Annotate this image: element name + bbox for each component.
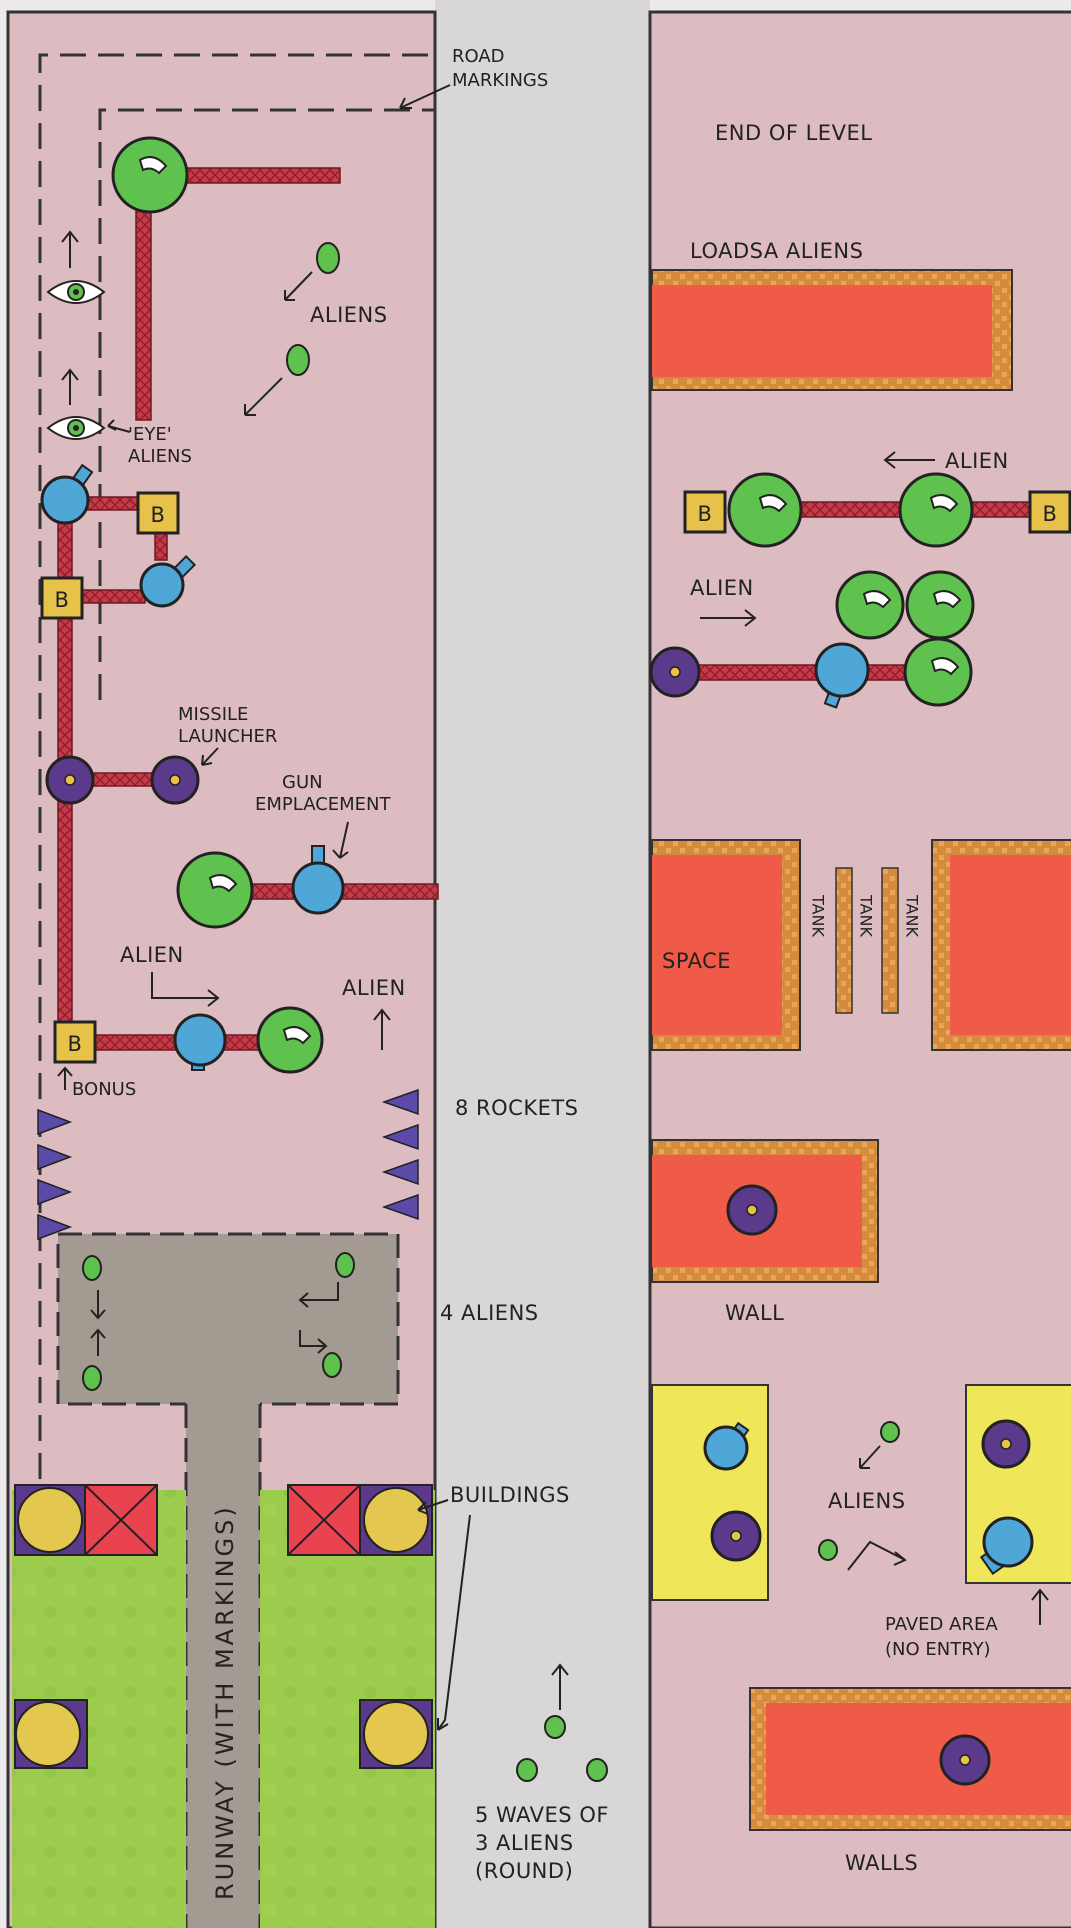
label-waves-2: 3 ALIENS <box>475 1831 574 1855</box>
green-turret <box>727 472 803 548</box>
label-runway: RUNWAY (WITH MARKINGS) <box>211 1504 239 1900</box>
blue-turret <box>40 463 94 525</box>
svg-text:B: B <box>698 502 713 526</box>
label-alien-arrow-left: ALIEN <box>945 449 1009 473</box>
label-missile-launcher-1: MISSILE <box>178 704 248 725</box>
label-road-markings-2: MARKINGS <box>452 70 548 91</box>
label-tank: TANK <box>809 894 828 937</box>
blue-turret <box>291 845 345 915</box>
alien-icon <box>586 1758 608 1782</box>
rocket-icons <box>37 1088 419 1241</box>
label-end-of-level: END OF LEVEL <box>715 121 872 145</box>
missile-launcher <box>150 755 200 805</box>
label-rockets: 8 ROCKETS <box>455 1096 579 1120</box>
paved-area <box>651 1384 769 1601</box>
wall-block <box>749 1687 1071 1831</box>
label-space: SPACE <box>662 949 731 973</box>
label-wall: WALL <box>725 1301 784 1325</box>
blue-turret <box>703 1421 750 1471</box>
label-eye-aliens-2: ALIENS <box>128 446 192 467</box>
label-paved-area-1: PAVED AREA <box>885 1614 998 1635</box>
alien-icon <box>286 344 310 376</box>
label-loadsa-aliens: LOADSA ALIENS <box>690 239 863 263</box>
green-turret <box>898 472 974 548</box>
green-turret <box>176 851 254 929</box>
svg-text:B: B <box>68 1032 83 1056</box>
wall-block <box>651 269 1013 391</box>
label-tank: TANK <box>857 894 876 937</box>
building <box>359 1699 433 1769</box>
right-strip: END OF LEVEL LOADSA ALIENS ALIEN B B <box>648 10 1071 1928</box>
missile-launcher <box>981 1419 1031 1469</box>
center-gutter <box>435 0 650 1928</box>
alien-icon <box>544 1715 566 1739</box>
svg-text:B: B <box>151 503 166 527</box>
alien-icon <box>316 242 340 274</box>
building <box>84 1484 158 1556</box>
label-aliens-right: ALIENS <box>828 1489 906 1513</box>
alien-icon <box>880 1421 900 1443</box>
green-turret <box>905 570 975 640</box>
bonus-block: B <box>136 491 180 535</box>
green-turret <box>111 136 189 214</box>
label-missile-launcher-2: LAUNCHER <box>178 726 277 747</box>
label-four-aliens: 4 ALIENS <box>440 1301 539 1325</box>
alien-icon <box>82 1255 102 1281</box>
alien-icon <box>335 1252 355 1278</box>
green-turret <box>903 637 973 707</box>
bonus-block: B <box>53 1020 97 1064</box>
missile-launcher <box>649 646 701 698</box>
label-alien-arrow-right: ALIEN <box>690 576 754 600</box>
bonus-block: B <box>40 576 84 620</box>
left-strip: ALIENS 'EYE' ALIENS B <box>6 10 609 1928</box>
building <box>14 1699 88 1769</box>
alien-icon <box>322 1352 342 1378</box>
missile-launcher <box>726 1184 778 1236</box>
label-gun-emplacement-1: GUN <box>282 772 323 793</box>
alien-icon <box>818 1539 838 1561</box>
blue-turret <box>979 1516 1034 1576</box>
label-tank: TANK <box>903 894 922 937</box>
label-eye-aliens-1: 'EYE' <box>128 424 172 445</box>
label-waves-1: 5 WAVES OF <box>475 1803 609 1827</box>
green-turret <box>256 1006 324 1074</box>
svg-text:B: B <box>55 588 70 612</box>
tank-column: TANK TANK TANK <box>809 867 922 1014</box>
wall-block <box>931 839 1071 1051</box>
wall-block <box>651 839 801 1051</box>
label-alien-left: ALIEN <box>120 943 184 967</box>
eye-alien-icon <box>46 416 106 440</box>
label-alien-right: ALIEN <box>342 976 406 1000</box>
green-turret <box>835 570 905 640</box>
building <box>14 1484 86 1556</box>
building <box>287 1484 361 1556</box>
blue-turret <box>139 554 197 608</box>
label-road-markings-1: ROAD <box>452 46 505 67</box>
missile-launcher <box>45 755 95 805</box>
label-waves-3: (ROUND) <box>475 1859 573 1883</box>
label-buildings: BUILDINGS <box>450 1483 570 1507</box>
label-walls: WALLS <box>845 1851 918 1875</box>
blue-turret <box>173 1013 227 1071</box>
label-gun-emplacement-2: EMPLACEMENT <box>255 794 392 815</box>
alien-icon <box>82 1365 102 1391</box>
bonus-block: B <box>683 490 727 534</box>
alien-icon <box>516 1758 538 1782</box>
building <box>359 1484 433 1556</box>
eye-alien-icon <box>46 280 106 304</box>
blue-turret <box>814 642 870 709</box>
missile-launcher <box>939 1734 991 1786</box>
bonus-block: B <box>1028 490 1071 534</box>
label-aliens: ALIENS <box>310 303 388 327</box>
label-paved-area-2: (NO ENTRY) <box>885 1639 991 1660</box>
label-bonus: BONUS <box>72 1079 136 1100</box>
svg-text:B: B <box>1043 502 1058 526</box>
missile-launcher <box>710 1510 762 1562</box>
paved-area <box>965 1384 1071 1584</box>
